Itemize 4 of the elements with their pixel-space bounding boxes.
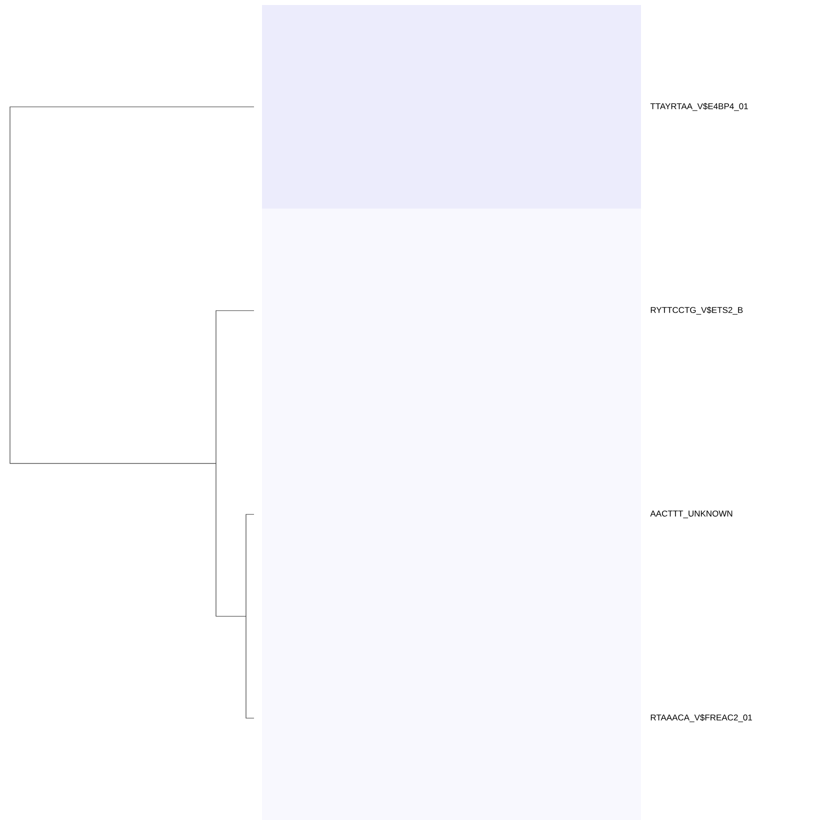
row-label: AACTTT_UNKNOWN xyxy=(650,510,732,518)
row-label: RTAAACA_V$FREAC2_01 xyxy=(650,714,752,722)
row-label: RYTTCCTG_V$ETS2_B xyxy=(650,306,743,315)
row-label: TTAYRTAA_V$E4BP4_01 xyxy=(650,102,748,111)
